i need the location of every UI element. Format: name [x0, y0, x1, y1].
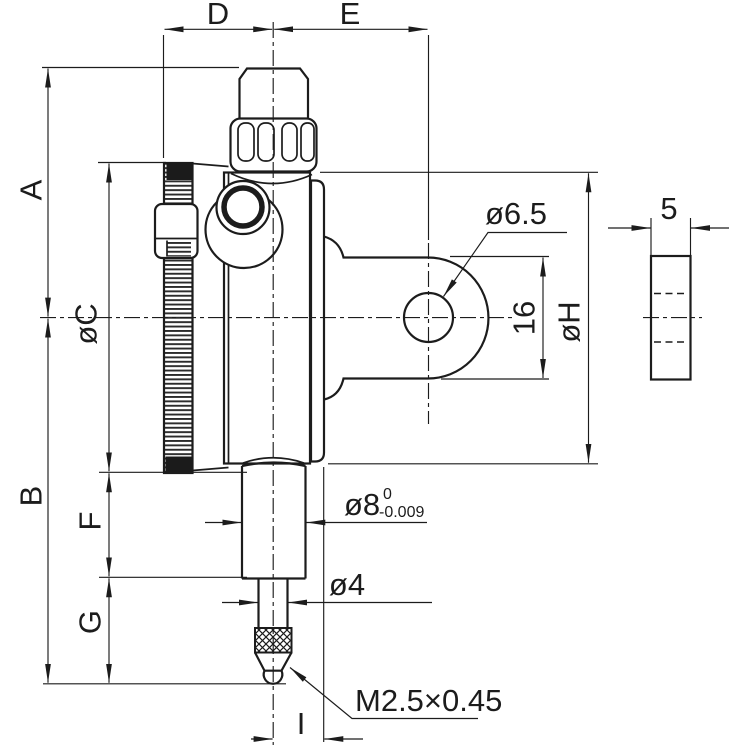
- dim-label-f: F: [73, 512, 108, 531]
- dimension-labels: D E A øC B F G 16 øH ø6.5 5 ø8 0 -0.009 …: [14, 0, 678, 741]
- dim-label-spindle-diameter: ø4: [329, 567, 365, 602]
- bezel-clamp: [153, 202, 199, 260]
- indicator-side-view: [153, 67, 490, 685]
- leader-thread: [289, 667, 478, 720]
- dim-label-b: B: [14, 486, 49, 507]
- dim-label-a: A: [14, 179, 49, 200]
- dim-label-stem-diameter: ø8: [344, 487, 380, 522]
- dim-label-16: 16: [507, 301, 542, 335]
- dim-label-thread: M2.5×0.45: [355, 683, 502, 718]
- dimension-annotations: [42, 26, 729, 742]
- dim-label-stem-tol-lower: -0.009: [379, 504, 424, 521]
- knob-ring: [221, 185, 265, 229]
- dim-label-stem-tol-upper: 0: [383, 486, 392, 503]
- side-knob: [204, 179, 284, 270]
- back-cover-flange: [309, 179, 326, 463]
- dim-label-d: D: [207, 0, 229, 31]
- dim-label-c: øC: [69, 303, 104, 344]
- dim-label-h: øH: [552, 301, 587, 342]
- dim-label-hole-diameter: ø6.5: [485, 196, 547, 231]
- dim-label-e: E: [340, 0, 361, 31]
- dim-label-g: G: [73, 610, 108, 634]
- centerlines: [40, 22, 702, 745]
- bezel-top-edge: [166, 162, 193, 180]
- dim-label-i: I: [297, 706, 306, 741]
- bezel-bottom-edge: [165, 456, 193, 474]
- dim-label-lug-thickness: 5: [660, 191, 677, 226]
- leader-hole-diameter: [443, 231, 567, 297]
- spindle: [257, 578, 289, 628]
